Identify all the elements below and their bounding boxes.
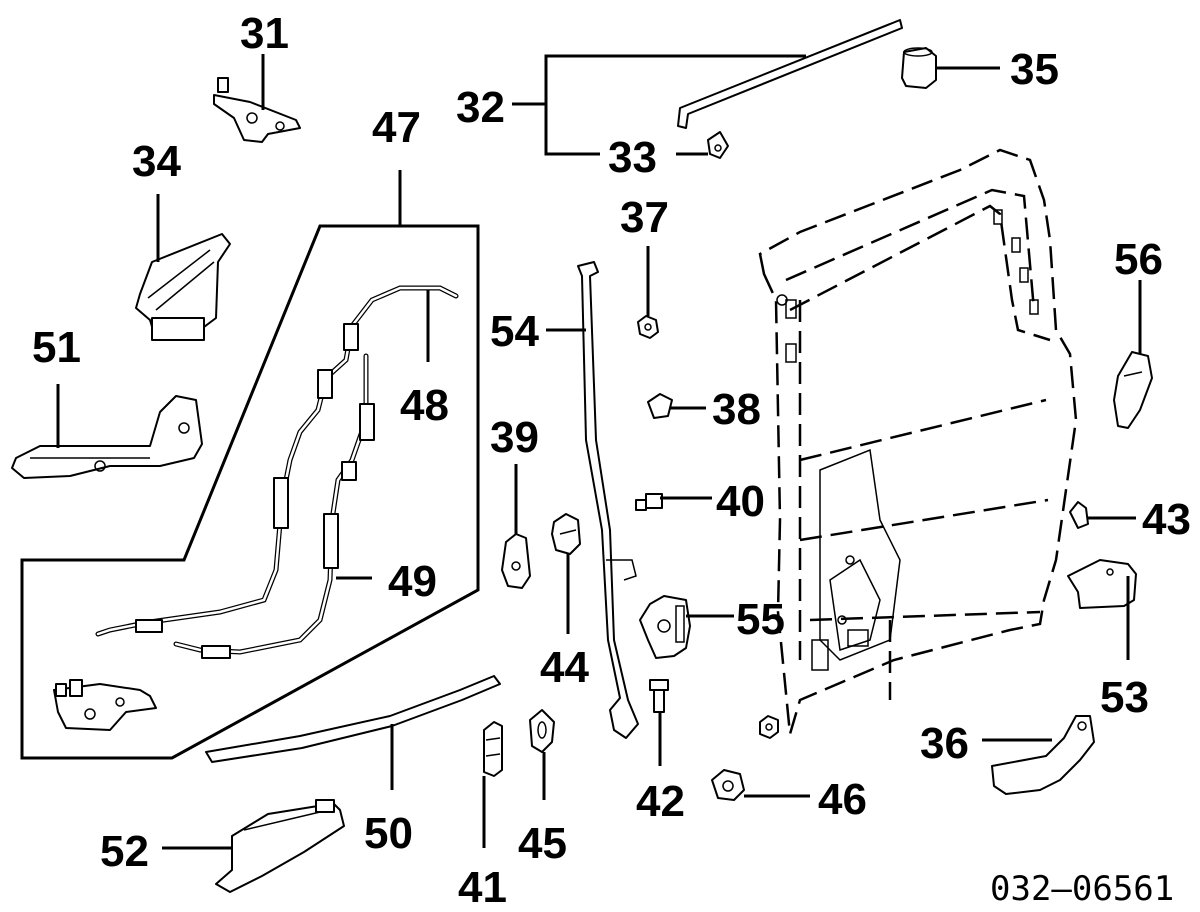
part-52-trim: [162, 799, 345, 893]
part-37-nut: [637, 246, 659, 339]
callout-41: 41: [458, 863, 507, 912]
callout-56: 56: [1114, 235, 1163, 284]
kit-47-outline: [20, 170, 480, 760]
part-56-clip: [1113, 280, 1153, 429]
callout-46: 46: [818, 775, 867, 824]
callout-45: 45: [518, 819, 567, 868]
part-32-rod: [512, 19, 903, 156]
diagram-reference-code: 032–06561: [990, 869, 1174, 909]
part-36-outer-handle: [982, 715, 1095, 795]
door-nut: [759, 715, 779, 739]
part-40-bolt: [635, 493, 712, 511]
callout-48: 48: [400, 381, 449, 430]
part-35-nut: [901, 47, 1000, 89]
callout-39: 39: [490, 413, 539, 462]
callout-47: 47: [372, 103, 421, 152]
sliding-door-panel: [758, 148, 1078, 735]
part-33-clip: [676, 131, 729, 159]
callout-35: 35: [1010, 45, 1059, 94]
callout-40: 40: [716, 477, 765, 526]
part-48-cable: [95, 285, 459, 637]
part-41-bracket: [482, 721, 503, 848]
callout-54: 54: [490, 307, 539, 356]
callout-42: 42: [636, 777, 685, 826]
callout-33: 33: [608, 133, 657, 182]
callout-44: 44: [540, 643, 589, 692]
callout-38: 38: [712, 385, 761, 434]
callout-36: 36: [920, 719, 969, 768]
part-39-clip: [501, 464, 531, 589]
part-49-cable: [173, 353, 375, 659]
callout-43: 43: [1142, 495, 1191, 544]
part-51-inner-handle: [11, 384, 203, 479]
part-53-bracket: [1067, 559, 1137, 660]
part-44-clip: [551, 513, 581, 634]
callout-50: 50: [364, 809, 413, 858]
callout-labels: 31 32 33 34 35 36 37 38 39 40 41 42 43 4…: [32, 9, 1191, 912]
callout-55: 55: [736, 595, 785, 644]
part-45-clip: [529, 709, 555, 800]
part-31-bracket: [213, 54, 301, 143]
part-54-rod: [546, 261, 639, 739]
callout-34: 34: [132, 137, 181, 186]
callout-49: 49: [388, 557, 437, 606]
callout-51: 51: [32, 323, 81, 372]
kit-47-latch-part: [53, 679, 157, 731]
callout-52: 52: [100, 827, 149, 876]
part-50-strip: [205, 675, 501, 790]
part-42-bolt: [649, 679, 669, 766]
part-43-clip: [1069, 501, 1136, 529]
part-46-nut: [711, 769, 810, 801]
callout-37: 37: [620, 193, 669, 242]
callout-53: 53: [1100, 673, 1149, 722]
part-38-clip: [647, 393, 706, 419]
part-34-guide: [135, 194, 231, 341]
part-55-latch: [639, 595, 734, 659]
callout-31: 31: [240, 9, 289, 58]
callout-32: 32: [456, 83, 505, 132]
